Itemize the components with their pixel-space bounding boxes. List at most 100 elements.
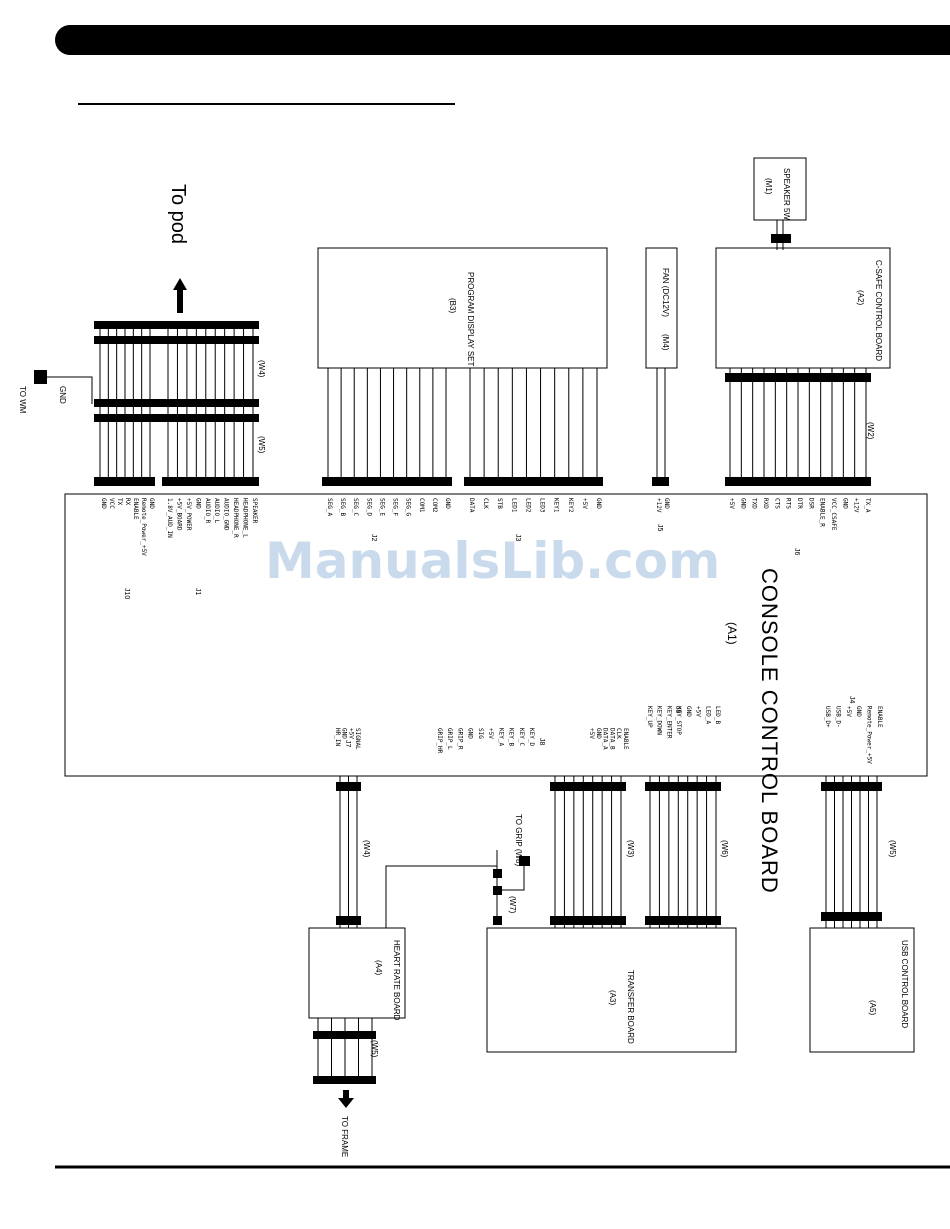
pin-label: SEG_F <box>392 498 399 516</box>
connector-j3: J3 <box>514 534 521 542</box>
pin-label: KEY_DOWN <box>656 706 663 735</box>
transfer-ref: (A3) <box>608 990 617 1005</box>
pin-label: +5V <box>347 728 354 739</box>
console-control-board <box>64 493 928 777</box>
heart-rate-ref: (A4) <box>374 960 383 975</box>
harness-w-top: (W4) <box>257 360 266 378</box>
display-connector-b <box>464 477 603 486</box>
pin-label: TXD <box>751 498 758 509</box>
pin-label: COM2 <box>431 498 438 513</box>
usb-title: USB CONTROL BOARD <box>900 940 909 1028</box>
pin-label: HEADPHONE_R <box>232 498 239 538</box>
pin-label: +5V_BOARD <box>175 498 182 531</box>
program-display-title: PROGRAM DISPLAY SET <box>466 272 475 367</box>
pin-label: +5V <box>588 728 595 739</box>
hr-connector-top <box>336 782 361 791</box>
to-wm-label: TO WM <box>18 386 27 414</box>
grip-signal-wire <box>385 865 497 928</box>
usb-connector-top <box>821 782 882 791</box>
speaker-connector <box>771 234 791 243</box>
pin-label: KEY_D <box>528 728 535 746</box>
pin-label: USB_D- <box>834 706 841 728</box>
pin-label: +5V <box>728 498 735 509</box>
pin-label: SEG_B <box>339 498 346 516</box>
pin-label: RXD <box>762 498 769 509</box>
harness-usb: (W5) <box>888 840 897 858</box>
ground-w7: (W7) <box>508 896 517 914</box>
pin-label: GND <box>467 728 474 739</box>
pin-label: KEY_STOP <box>675 706 682 735</box>
pin-label: KEY_B <box>508 728 515 746</box>
pin-label: SEG_C <box>352 498 359 516</box>
connector-j6: J6 <box>793 548 800 556</box>
pin-label: +5V <box>695 706 702 717</box>
pin-label: LED2 <box>524 498 531 513</box>
pin-label: SIGNAL <box>354 728 361 750</box>
pin-label: SPEAKER <box>251 498 258 524</box>
down-arrow-icon <box>338 1090 354 1108</box>
console-board-title: CONSOLE CONTROL BOARD <box>757 568 782 894</box>
pin-label: CTS <box>773 498 780 509</box>
transfer-title: TRANSFER BOARD <box>626 970 635 1044</box>
pin-label: LED_B <box>714 706 721 724</box>
pin-label: LED3 <box>539 498 546 513</box>
pin-label: KEY_UP <box>646 706 653 728</box>
program-display-ref: (B3) <box>448 298 457 313</box>
pod-wires <box>99 321 254 486</box>
pin-label: ENABLE <box>622 728 629 750</box>
pin-label: TX <box>116 498 123 506</box>
pin-label: GND <box>663 498 670 509</box>
pin-label: GND <box>595 498 602 509</box>
pin-label: LED_A <box>704 706 711 724</box>
fan-title: FAN (DC12V) <box>661 268 670 317</box>
pin-label: ENABLE <box>876 706 883 728</box>
speaker-box <box>753 157 807 221</box>
speaker-title: SPEAKER 5W <box>782 168 791 220</box>
pin-label: GND <box>685 706 692 717</box>
pin-label: GND <box>341 728 348 739</box>
pin-label: VCC <box>108 498 115 509</box>
pin-label: LED1 <box>510 498 517 513</box>
hr-wires <box>317 776 373 1084</box>
pin-label: GRIP_L <box>446 728 453 750</box>
pin-label: KEY_C <box>518 728 525 746</box>
pin-label: COM1 <box>418 498 425 513</box>
connector-j5: J5 <box>656 524 663 532</box>
header-band <box>55 25 950 55</box>
pin-label: SEG_A <box>326 498 333 516</box>
pin-label: DTR <box>796 498 803 509</box>
pin-label: GND <box>148 498 155 509</box>
gnd-label: GND <box>58 386 67 404</box>
pin-label: GND <box>194 498 201 509</box>
pin-label: STB <box>496 498 503 509</box>
watermark: ManualsLib.com <box>265 532 720 590</box>
pin-label: GRIP_HR <box>436 728 443 754</box>
pin-label: RTS <box>785 498 792 509</box>
pin-label: USB_D+ <box>824 706 831 728</box>
frame-connector-top <box>313 1031 376 1039</box>
pin-label: CLK <box>482 498 489 509</box>
transfer-connector-bottom <box>550 916 626 925</box>
pin-label: DATA <box>468 498 475 513</box>
pin-label: VCC_CSAFE <box>830 498 837 531</box>
usb-ref: (A5) <box>868 1000 877 1015</box>
c-safe-ref: (A2) <box>856 290 865 305</box>
pin-label: SIG <box>477 728 484 739</box>
pin-label: 1.8V_AUD_IN <box>166 498 173 538</box>
fan-box <box>645 247 678 369</box>
pin-label: ENABLE_R <box>819 498 826 527</box>
usb-connector-bottom <box>821 912 882 921</box>
connector-j10: J10 <box>123 588 130 599</box>
program-display-box <box>317 247 608 369</box>
pin-label: HR_IN <box>334 728 341 746</box>
pin-label: CLK <box>615 728 622 739</box>
pin-label: SEG_G <box>405 498 412 516</box>
pin-label: TX_A <box>864 498 871 513</box>
pin-label: RX <box>124 498 131 506</box>
pin-label: +5V <box>845 706 852 717</box>
